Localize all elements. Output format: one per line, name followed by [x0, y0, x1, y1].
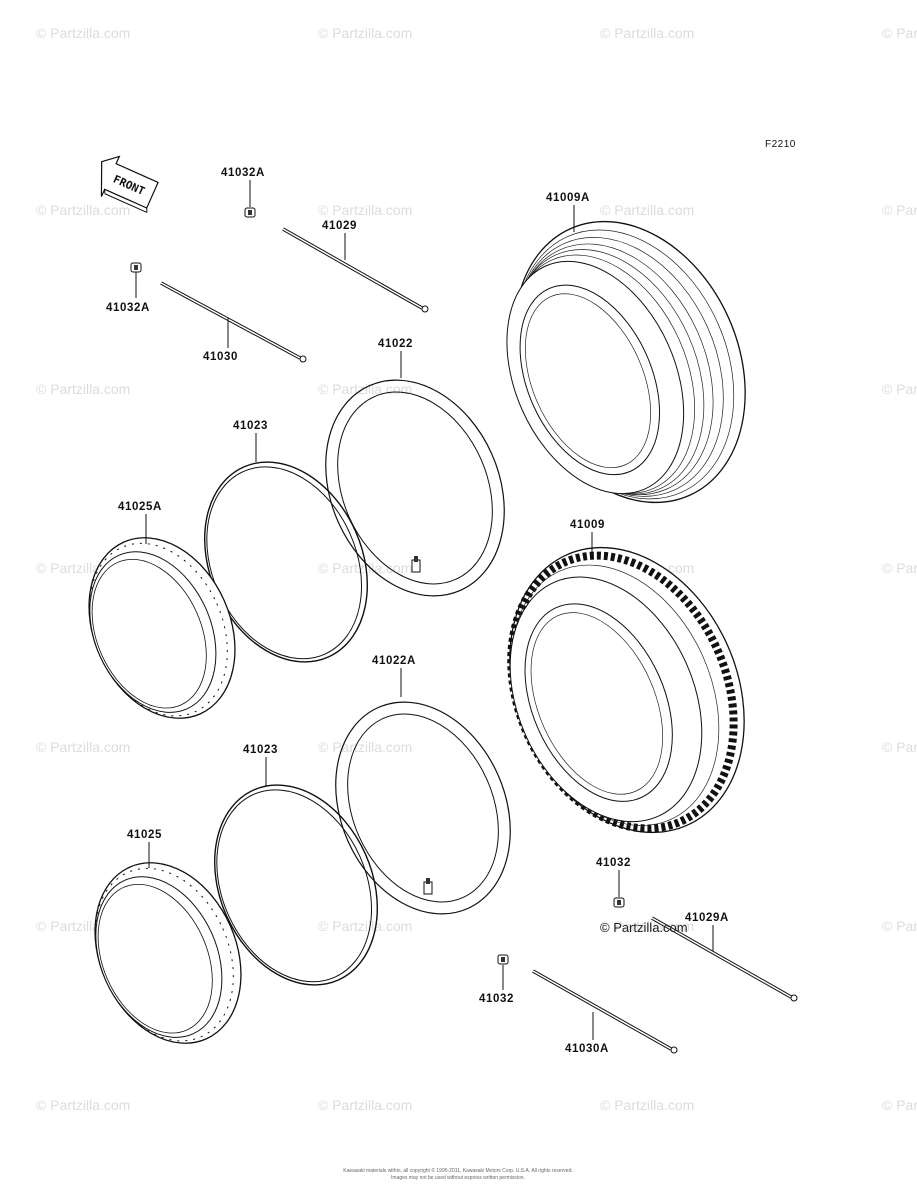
callout-41032A-top[interactable]: 41032A	[221, 167, 265, 179]
watermark-text: © Partzilla.com	[882, 25, 917, 41]
callout-41029A[interactable]: 41029A	[685, 912, 729, 924]
callout-41023-bottom[interactable]: 41023	[243, 744, 278, 756]
callout-41022A[interactable]: 41022A	[372, 655, 416, 667]
diagram-code: F2210	[765, 139, 796, 150]
partzilla-mark: © Partzilla.com	[600, 920, 688, 935]
valve-41022-icon	[411, 556, 421, 573]
bolt-41032-bottom-icon[interactable]	[497, 954, 509, 965]
watermark-text: © Partzilla.com	[882, 381, 917, 397]
rod-41029[interactable]	[282, 227, 429, 313]
callout-41009A[interactable]: 41009A	[546, 192, 590, 204]
leader-lines	[135, 180, 714, 1040]
callout-41009[interactable]: 41009	[570, 519, 605, 531]
copyright-line-1: Kawasaki materials within, all copyright…	[343, 1167, 573, 1174]
watermark-text: © Partzilla.com	[882, 918, 917, 934]
watermark-text: © Partzilla.com	[318, 1097, 412, 1113]
watermark-text: © Partzilla.com	[318, 381, 412, 397]
rod-41030A[interactable]	[532, 969, 678, 1054]
callout-41032-right[interactable]: 41032	[596, 857, 631, 869]
callout-41030[interactable]: 41030	[203, 351, 238, 363]
watermark-text: © Partzilla.com	[36, 739, 130, 755]
copyright-line-2: Images may not be used without express w…	[391, 1175, 525, 1181]
callout-41032A-left[interactable]: 41032A	[106, 302, 150, 314]
rim-41025A[interactable]	[62, 514, 263, 741]
watermark-text: © Partzilla.com	[600, 1097, 694, 1113]
watermark-text: © Partzilla.com	[318, 202, 412, 218]
watermark-text: © Partzilla.com	[36, 202, 130, 218]
valve-41022A-icon	[423, 878, 433, 895]
watermark-text: © Partzilla.com	[882, 560, 917, 576]
rim-band-41023-bottom[interactable]	[184, 759, 407, 1011]
watermark-text: © Partzilla.com	[318, 739, 412, 755]
rim-41025[interactable]	[68, 839, 269, 1066]
callout-41023-top[interactable]: 41023	[233, 420, 268, 432]
front-arrow-icon: FRONT	[100, 155, 159, 213]
watermark-text: © Partzilla.com	[36, 25, 130, 41]
watermark-text: © Partzilla.com	[36, 1097, 130, 1113]
callout-41022[interactable]: 41022	[378, 338, 413, 350]
callout-41029[interactable]: 41029	[322, 220, 357, 232]
bolt-41032A-left-icon[interactable]	[130, 262, 142, 273]
watermark-text: © Partzilla.com	[318, 918, 412, 934]
tire-41009[interactable]	[465, 510, 787, 870]
callout-41025A[interactable]: 41025A	[118, 501, 162, 513]
watermark-text: © Partzilla.com	[882, 739, 917, 755]
callout-41025[interactable]: 41025	[127, 829, 162, 841]
watermark-text: © Partzilla.com	[600, 202, 694, 218]
watermark-text: © Partzilla.com	[882, 1097, 917, 1113]
callout-41032-bottom[interactable]: 41032	[479, 993, 514, 1005]
watermark-text: © Partzilla.com	[36, 381, 130, 397]
watermark-text: © Partzilla.com	[318, 25, 412, 41]
tire-41009A[interactable]	[463, 185, 788, 544]
watermark-text: © Partzilla.com	[318, 560, 412, 576]
tube-41022[interactable]	[293, 352, 538, 625]
bolt-41032-right-icon[interactable]	[613, 897, 625, 908]
watermark-text: © Partzilla.com	[600, 25, 694, 41]
tube-41022A[interactable]	[303, 674, 542, 942]
bolt-41032A-top-icon[interactable]	[244, 207, 256, 218]
rod-41030[interactable]	[160, 281, 307, 363]
callout-41030A[interactable]: 41030A	[565, 1043, 609, 1055]
rod-41029A[interactable]	[651, 916, 798, 1002]
watermark-text: © Partzilla.com	[882, 202, 917, 218]
